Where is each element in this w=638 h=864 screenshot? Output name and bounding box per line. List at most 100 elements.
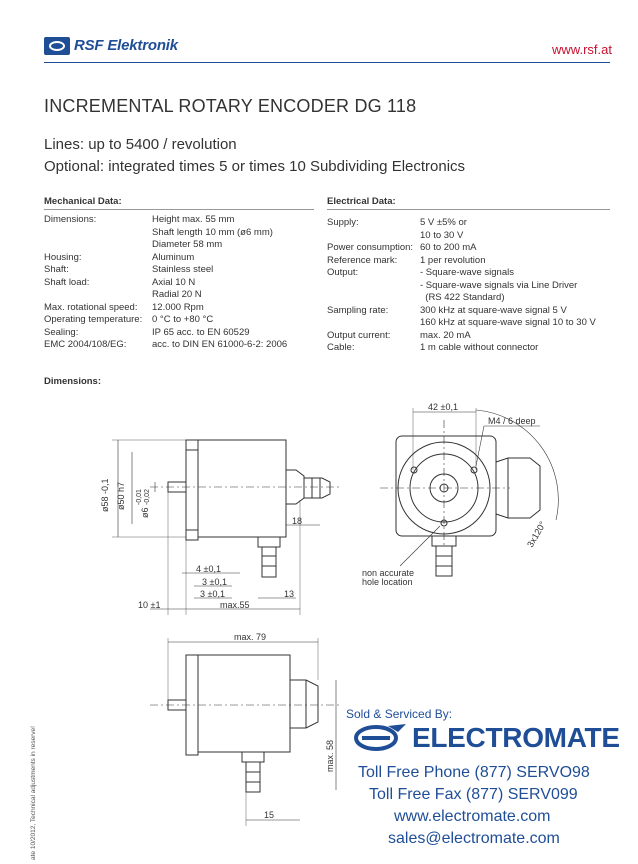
electromate-logo-icon	[354, 724, 406, 751]
spec-row: Operating temperature: 0 °C to +80 °C	[44, 314, 287, 327]
label-max79: max. 79	[234, 632, 266, 642]
spec-row: Shaft load: Axial 10 N	[44, 277, 287, 290]
spec-label: Reference mark:	[327, 254, 398, 266]
encoder-body	[197, 439, 287, 538]
rsf-logo-icon	[44, 37, 70, 55]
label-max58: max. 58	[325, 740, 335, 772]
website-link[interactable]: www.rsf.at	[552, 42, 612, 57]
bottom-connector	[257, 536, 281, 548]
spec-label: Output current:	[327, 329, 391, 341]
spec-value: IP 65 acc. to EN 60529	[152, 326, 250, 338]
label-4: 4 ±0,1	[196, 564, 221, 574]
spec-label: Output:	[327, 267, 359, 278]
spec-row: Power consumption: 60 to 200 mA	[327, 242, 596, 255]
dealer-name: ELECTROMATE	[412, 722, 620, 753]
spec-row: Radial 20 N	[44, 289, 287, 302]
spec-value: acc. to DIN EN 61000-6-2: 2006	[152, 339, 288, 350]
spec-value: - Square-wave signals via Line Driver	[420, 279, 578, 291]
dealer-website[interactable]: www.electromate.com	[394, 808, 551, 825]
spec-row: Sealing: IP 65 acc. to EN 60529	[44, 327, 287, 340]
label-d6-tol-bot: -0,02	[144, 489, 151, 505]
sold-by-label: Sold & Serviced By:	[346, 707, 453, 721]
spec-value: 5 V ±5% or	[420, 217, 467, 228]
side-connector-2	[290, 679, 319, 729]
spec-label: Cable:	[327, 342, 355, 353]
spec-row: Cable:1 m cable without connector	[327, 342, 596, 355]
spec-row: Shaft length 10 mm (ø6 mm)	[44, 227, 287, 240]
spec-label: Sealing:	[44, 326, 79, 338]
mechanical-heading: Mechanical Data:	[44, 196, 122, 207]
header-rule	[44, 62, 610, 63]
spec-value: 300 kHz at square-wave signal 5 V	[420, 304, 567, 316]
dealer-email[interactable]: sales@electromate.com	[388, 830, 560, 847]
label-m4: M4 / 6 deep	[488, 416, 536, 426]
spec-label: Supply:	[327, 217, 359, 228]
spec-value: Axial 10 N	[152, 276, 196, 288]
electrical-rule	[327, 209, 610, 210]
encoder-side-view-2	[150, 638, 340, 826]
label-max55: max.55	[220, 600, 250, 610]
brand-name: RSF Elektronik	[74, 37, 178, 54]
spec-row: Output: - Square-wave signals	[327, 267, 596, 280]
spec-label: Shaft load:	[44, 276, 90, 288]
spec-label: Housing:	[44, 251, 82, 263]
spec-row: 160 kHz at square-wave signal 10 to 30 V	[327, 317, 596, 330]
label-3a: 3 ±0,1	[202, 577, 227, 587]
spec-value: Stainless steel	[152, 264, 214, 275]
spec-row: - Square-wave signals via Line Driver	[327, 280, 596, 293]
spec-row: Shaft: Stainless steel	[44, 264, 287, 277]
spec-value: Height max. 55 mm	[152, 214, 235, 225]
label-d58: ø58 -0,1	[100, 478, 110, 512]
spec-row: Sampling rate: 300 kHz at square-wave sig…	[327, 305, 596, 318]
spec-row: Housing: Aluminum	[44, 252, 287, 265]
page-title: INCREMENTAL ROTARY ENCODER DG 118	[44, 96, 417, 116]
lines-spec: Lines: up to 5400 / revolution	[44, 136, 237, 153]
mechanical-rule	[44, 209, 314, 210]
label-13: 13	[284, 589, 294, 599]
spec-value: Shaft length 10 mm (ø6 mm)	[152, 226, 273, 238]
label-d6-tol-top: -0,01	[136, 489, 143, 505]
dimensions-heading: Dimensions:	[44, 376, 102, 387]
label-angle: 3x120°	[525, 519, 548, 549]
dealer-fax: Toll Free Fax (877) SERV099	[369, 786, 578, 803]
spec-value: 12.000 Rpm	[152, 301, 204, 313]
spec-value: max. 20 mA	[420, 329, 471, 341]
encoder-side-view	[112, 439, 340, 615]
encoder-flange	[185, 439, 199, 541]
label-hole-note-1: non accurate	[362, 568, 414, 578]
electrical-heading: Electrical Data:	[327, 196, 396, 207]
optional-spec: Optional: integrated times 5 or times 10…	[44, 158, 466, 175]
spec-label: EMC 2004/108/EG:	[44, 339, 127, 350]
spec-label: Operating temperature:	[44, 314, 143, 325]
spec-value: 1 per revolution	[420, 254, 486, 266]
spec-value: 0 °C to +80 °C	[152, 314, 214, 325]
spec-label: Dimensions:	[44, 214, 97, 225]
spec-value: 60 to 200 mA	[420, 242, 477, 253]
spec-label: Max. rotational speed:	[44, 301, 138, 313]
label-42: 42 ±0,1	[428, 402, 458, 412]
spec-value: Aluminum	[152, 251, 195, 263]
spec-row: Supply: 5 V ±5% or	[327, 217, 596, 230]
spec-label: Power consumption:	[327, 242, 414, 253]
label-15: 15	[264, 810, 274, 820]
spec-label: Shaft:	[44, 264, 69, 275]
spec-row: Reference mark: 1 per revolution	[327, 255, 596, 268]
spec-row: (RS 422 Standard)	[327, 292, 596, 305]
side-connector	[495, 457, 541, 519]
spec-value: Radial 20 N	[152, 289, 202, 300]
spec-row: Max. rotational speed: 12.000 Rpm	[44, 302, 287, 315]
dealer-phone: Toll Free Phone (877) SERVO98	[358, 764, 590, 781]
spec-row: Diameter 58 mm	[44, 239, 287, 252]
spec-row: Output current: max. 20 mA	[327, 330, 596, 343]
spec-label: Sampling rate:	[327, 304, 389, 316]
spec-value: - Square-wave signals	[420, 267, 514, 278]
label-10: 10 ±1	[138, 600, 160, 610]
label-18: 18	[292, 516, 302, 526]
spec-value: 160 kHz at square-wave signal 10 to 30 V	[420, 317, 596, 328]
spec-row: Dimensions: Height max. 55 mm	[44, 214, 287, 227]
encoder-front-view	[380, 408, 559, 577]
spec-value: Diameter 58 mm	[152, 239, 223, 250]
